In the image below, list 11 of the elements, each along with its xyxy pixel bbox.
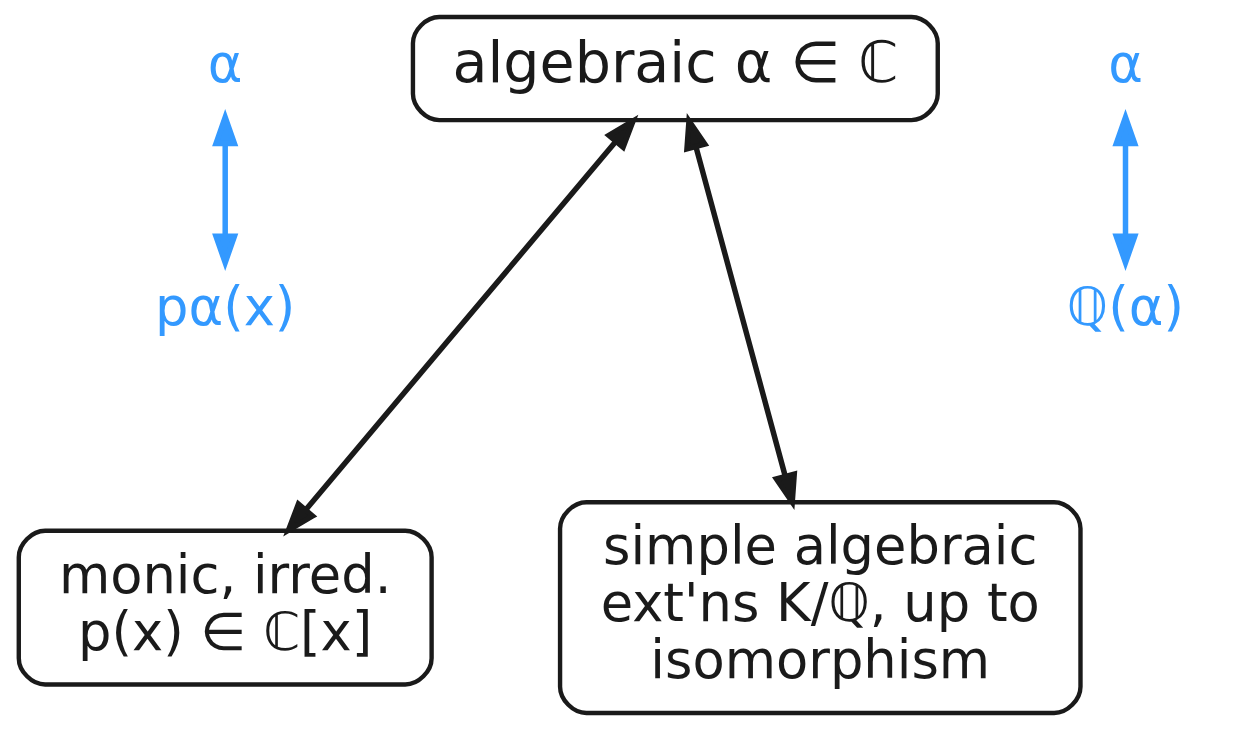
node-box: algebraic α ∈ ℂ [410,14,940,123]
node-text: ℚ(α) [1066,275,1185,337]
node-text: α [207,33,243,95]
node-box: simple algebraic ext'ns K/ℚ, up to isomorphism [557,500,1083,716]
node-text: pα(x) [154,275,296,337]
arrow [212,108,239,271]
arrow [283,114,639,537]
node-box: monic, irred. p(x) ∈ ℂ[x] [16,528,434,687]
arrow [1112,108,1139,271]
node-text: α [1108,33,1143,95]
arrow [683,113,798,510]
